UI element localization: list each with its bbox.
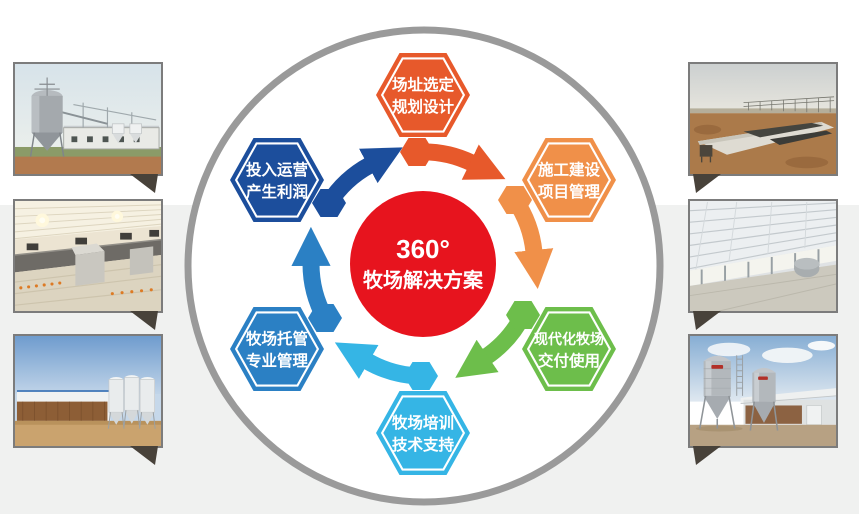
center-circle-group: 360° 牧场解决方案 <box>350 191 496 337</box>
hex-label-line2: 技术支持 <box>392 435 455 454</box>
hexagon-inset-outline <box>526 142 612 218</box>
photo-scene <box>690 201 836 311</box>
photo-tail <box>693 174 721 193</box>
hex-label-line2: 专业管理 <box>246 351 309 370</box>
hex-label-line2: 产生利润 <box>246 182 308 201</box>
hex-node-farm-trust-management: 牧场托管 专业管理 <box>230 307 324 391</box>
photo-twin-silos-and-barn <box>688 334 838 465</box>
hex-label-line2: 项目管理 <box>538 182 601 201</box>
photo-barn-with-white-silos <box>13 334 163 465</box>
photo-feed-silo-exterior <box>13 62 163 193</box>
center-title-line1: 360° <box>396 234 450 264</box>
hexagon-inset-outline <box>380 57 466 133</box>
hexagon-inset-outline <box>234 311 320 387</box>
photo-scene <box>690 336 836 446</box>
hex-label-line2: 交付使用 <box>538 351 600 370</box>
photo-tail <box>130 446 158 465</box>
hex-label-line1: 现代化牧场 <box>534 331 604 347</box>
hexagon-inset-outline <box>380 395 466 471</box>
hex-label-line1: 场址选定 <box>392 75 455 94</box>
photo-construction-foundation-site <box>688 62 838 193</box>
hex-node-training-support: 牧场培训 技术支持 <box>376 391 470 475</box>
hexagon-shape <box>230 138 324 222</box>
small-hexagon <box>400 138 434 166</box>
hexagon-shape <box>230 307 324 391</box>
photo-barn-frame-interior <box>688 199 838 330</box>
hex-node-modern-farm-delivery: 现代化牧场 交付使用 <box>522 307 616 391</box>
hexagon-shape <box>522 138 616 222</box>
center-title-line2: 牧场解决方案 <box>363 268 484 292</box>
small-hexagon <box>312 189 346 217</box>
photo-tail <box>130 311 158 330</box>
hexagon-inset-outline <box>234 142 320 218</box>
hexagon-shape <box>522 307 616 391</box>
hex-label-line1: 牧场培训 <box>392 413 454 432</box>
hex-node-operation-profit: 投入运营 产生利润 <box>230 138 324 222</box>
small-hexagon <box>404 362 438 390</box>
photo-scene <box>15 64 161 174</box>
hex-label-line1: 牧场托管 <box>246 329 308 348</box>
photo-tail <box>693 311 721 330</box>
hex-label-line1: 投入运营 <box>246 160 308 179</box>
hexagon-shape <box>376 53 470 137</box>
photo-scene <box>690 64 836 174</box>
small-hexagon <box>506 301 540 329</box>
photo-scene <box>15 336 161 446</box>
hexagon-inset-outline <box>526 311 612 387</box>
hex-label-line1: 施工建设 <box>538 160 601 179</box>
center-circle <box>350 191 496 337</box>
hex-node-construction-pm: 施工建设 项目管理 <box>522 138 616 222</box>
small-hexagon <box>498 186 532 214</box>
photo-tail <box>693 446 721 465</box>
arrow-tail-hexagons <box>308 138 540 390</box>
photo-poultry-house-interior <box>13 199 163 330</box>
hex-node-site-planning: 场址选定 规划设计 <box>376 53 470 137</box>
photo-scene <box>15 201 161 311</box>
small-hexagon <box>308 304 342 332</box>
photo-tail <box>130 174 158 193</box>
hexagon-shape <box>376 391 470 475</box>
hex-label-line2: 规划设计 <box>392 97 455 116</box>
